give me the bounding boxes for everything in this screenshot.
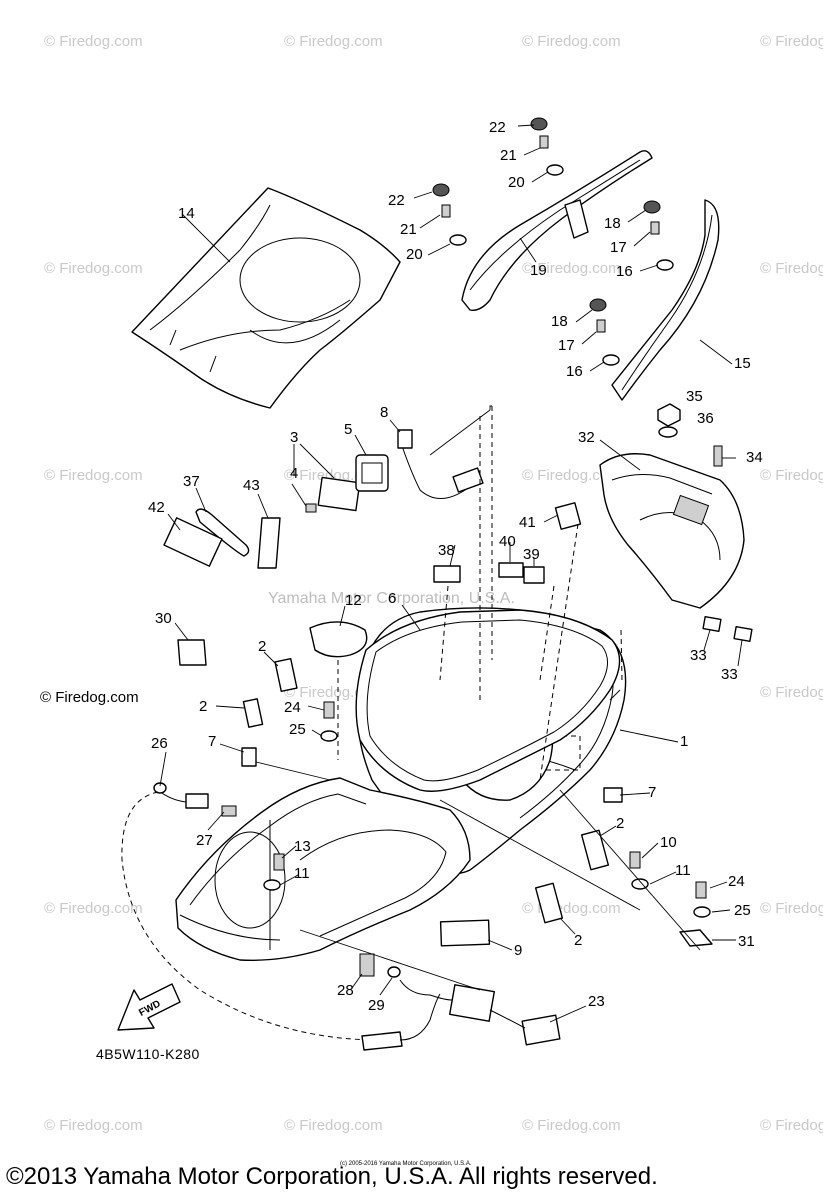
watermark: © Firedog.com	[44, 33, 143, 50]
part-32-rear-cover	[599, 453, 745, 609]
callout-40: 40	[499, 533, 516, 550]
watermark: © Firedog.com	[760, 1117, 823, 1134]
lower-hull-footwell	[175, 777, 471, 961]
callout-20: 20	[508, 174, 525, 191]
callout-6: 6	[388, 590, 396, 607]
watermark: © Firedog.com	[760, 33, 823, 50]
watermark: © Firedog.com	[760, 260, 823, 277]
callout-10: 10	[660, 834, 677, 851]
callout-43: 43	[243, 477, 260, 494]
part-22-cap	[530, 117, 548, 131]
watermark: © Firedog.com	[522, 900, 621, 917]
watermark: © Firedog.com	[522, 260, 621, 277]
callout-21: 21	[400, 221, 417, 238]
callout-17: 17	[610, 239, 627, 256]
watermark: © Firedog.com	[760, 684, 823, 701]
callout-14: 14	[178, 205, 195, 222]
callout-5: 5	[344, 421, 352, 438]
callout-2: 2	[258, 638, 266, 655]
watermark: © Firedog.com	[760, 900, 823, 917]
watermark: © Firedog.com	[44, 1117, 143, 1134]
fwd-arrow: FWD	[117, 983, 181, 1031]
callout-23: 23	[588, 993, 605, 1010]
routing-lines	[121, 406, 623, 1051]
callout-24: 24	[728, 873, 745, 890]
callout-37: 37	[183, 473, 200, 490]
callout-21: 21	[500, 147, 517, 164]
callout-13: 13	[294, 838, 311, 855]
watermark: © Firedog.com	[522, 467, 621, 484]
callout-16: 16	[616, 263, 633, 280]
part-15-side-grab-rail	[611, 199, 720, 401]
callout-15: 15	[734, 355, 751, 372]
callout-1: 1	[680, 733, 688, 750]
callout-25: 25	[289, 721, 306, 738]
callout-18: 18	[551, 313, 568, 330]
callout-3: 3	[290, 429, 298, 446]
watermark: © Firedog.com	[44, 467, 143, 484]
callout-18: 18	[604, 215, 621, 232]
callout-12: 12	[345, 592, 362, 609]
callout-27: 27	[196, 832, 213, 849]
leader-lines	[159, 124, 743, 1023]
small-parts	[153, 117, 753, 1046]
callout-2: 2	[574, 932, 582, 949]
callout-7: 7	[648, 784, 656, 801]
callout-41: 41	[519, 514, 536, 531]
callout-25: 25	[734, 902, 751, 919]
firedog-watermark: © Firedog.com	[40, 689, 139, 706]
watermark: © Firedog.com	[44, 900, 143, 917]
callout-22: 22	[388, 192, 405, 209]
callout-20: 20	[406, 246, 423, 263]
callout-38: 38	[438, 542, 455, 559]
callout-9: 9	[514, 942, 522, 959]
callout-29: 29	[368, 997, 385, 1014]
part-6-seat-gasket	[355, 609, 621, 792]
callout-7: 7	[208, 733, 216, 750]
part-12-plate	[309, 621, 368, 658]
callout-34: 34	[746, 449, 763, 466]
part-9-label	[439, 919, 491, 947]
callout-35: 35	[686, 388, 703, 405]
callout-42: 42	[148, 499, 165, 516]
watermark: © Firedog.com	[44, 260, 143, 277]
callout-33: 33	[690, 647, 707, 664]
callout-11: 11	[294, 865, 310, 882]
diagram-code: 4B5W110-K280	[96, 1046, 200, 1062]
callout-2: 2	[199, 698, 207, 715]
callout-30: 30	[155, 610, 172, 627]
callout-26: 26	[151, 735, 168, 752]
part-14-front-hood	[131, 187, 401, 409]
watermark: © Firedog.com	[284, 1117, 383, 1134]
watermark: © Firedog.com	[522, 33, 621, 50]
center-watermark: Yamaha Motor Corporation, U.S.A.	[268, 590, 515, 607]
callout-28: 28	[337, 982, 354, 999]
callout-8: 8	[380, 404, 388, 421]
small-print: (c) 2005-2016 Yamaha Motor Corporation, …	[340, 1161, 472, 1167]
watermark: © Firedog.com	[760, 467, 823, 484]
callout-4: 4	[290, 465, 298, 482]
callout-22: 22	[489, 119, 506, 136]
callout-32: 32	[578, 429, 595, 446]
part-19-upper-grab-rail	[461, 150, 653, 311]
callout-39: 39	[523, 546, 540, 563]
callout-2: 2	[616, 815, 624, 832]
callout-11: 11	[675, 862, 691, 879]
copyright-notice: ©2013 Yamaha Motor Corporation, U.S.A. A…	[6, 1163, 658, 1190]
callout-numbers: 14 22 21 20 22 21 20 19 18 17 16 18 17 1…	[148, 119, 763, 1014]
callout-17: 17	[558, 337, 575, 354]
callout-31: 31	[738, 933, 755, 950]
callout-19: 19	[530, 262, 547, 279]
callout-33: 33	[721, 666, 738, 683]
callout-24: 24	[284, 699, 301, 716]
watermark: © Firedog.com	[522, 1117, 621, 1134]
callout-16: 16	[566, 363, 583, 380]
callout-36: 36	[697, 410, 714, 427]
watermark: © Firedog.com	[284, 33, 383, 50]
part-22-cap	[432, 183, 450, 197]
